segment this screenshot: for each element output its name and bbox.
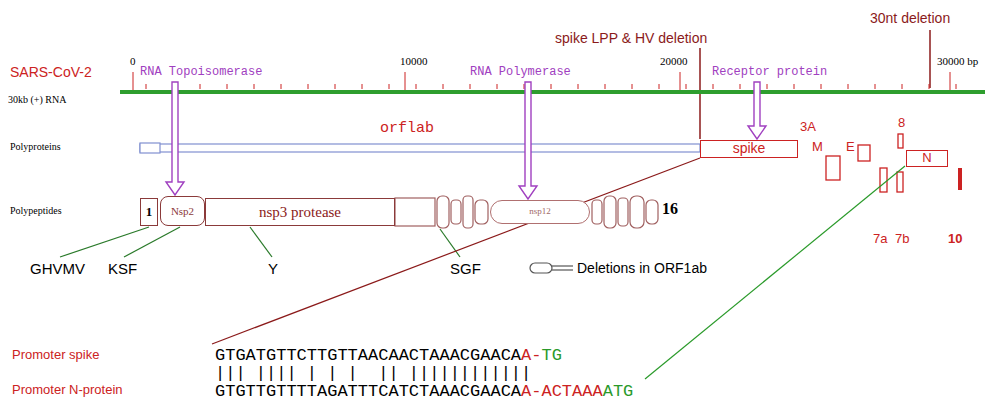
annotation: spike LPP & HV deletion	[555, 30, 707, 46]
function-label: RNA Topoisomerase	[140, 66, 262, 80]
function-label: Receptor protein	[712, 66, 827, 80]
sequence: GTGATGTTCTTGTTAACAACTAAACGAACA	[215, 346, 521, 366]
node-label: Nsp2	[171, 205, 194, 217]
gene-name: 7b	[895, 232, 909, 247]
alignment-bars: ||| |||| | | | || ||||||||||||	[215, 364, 531, 384]
gene-name: 10	[948, 232, 962, 247]
node-label: spike	[733, 141, 766, 156]
polypeptide-box: Nsp2	[160, 196, 205, 226]
annotation: 30nt deletion	[870, 10, 950, 26]
row-label: 30kb (+) RNA	[8, 94, 66, 106]
scale-number: 0	[130, 55, 136, 68]
sequence-name: Promoter N-protein	[12, 383, 123, 398]
row-label: Polypeptides	[10, 205, 62, 217]
gene-name: E	[846, 140, 855, 155]
residue-label: SGF	[450, 260, 481, 277]
scale-number: 10000	[400, 55, 428, 68]
gene-box: N	[906, 150, 948, 167]
residue-label: KSF	[108, 260, 137, 277]
sequence: TG	[541, 346, 561, 366]
polypeptide-box: nsp12	[490, 200, 590, 224]
node-label: nsp12	[529, 207, 551, 217]
node-label: nsp3 protease	[259, 204, 341, 221]
sequence: A-	[521, 346, 541, 366]
row-label: Polyproteins	[10, 141, 61, 153]
node-label: 1	[146, 205, 153, 219]
residue-label: Y	[268, 260, 278, 277]
node-label: N	[922, 151, 931, 165]
note: Deletions in ORF1ab	[577, 260, 707, 276]
gene-name: 7a	[873, 232, 887, 247]
residue-label: GHVMV	[30, 260, 85, 277]
polypeptide-box: 1	[140, 198, 158, 226]
scale-number: 30000 bp	[937, 55, 978, 68]
gene-box: spike	[700, 140, 798, 158]
function-label: RNA Polymerase	[470, 66, 571, 80]
scale-number: 20000	[660, 55, 688, 68]
sequence: GTGTTGTTTTAGATTTCATCTAAACGAACA	[215, 382, 521, 402]
gene-name: 8	[898, 116, 905, 131]
callout-number: 16	[662, 200, 678, 218]
gene-name: M	[812, 140, 823, 155]
gene-name: orflab	[380, 120, 434, 137]
genome-name: SARS-CoV-2	[10, 64, 92, 80]
sequence: A-ACTAAA	[521, 382, 603, 402]
sequence-name: Promoter spike	[12, 348, 99, 363]
polypeptide-box: nsp3 protease	[205, 198, 395, 226]
gene-name: 3A	[800, 120, 816, 135]
sequence: ATG	[603, 382, 634, 402]
